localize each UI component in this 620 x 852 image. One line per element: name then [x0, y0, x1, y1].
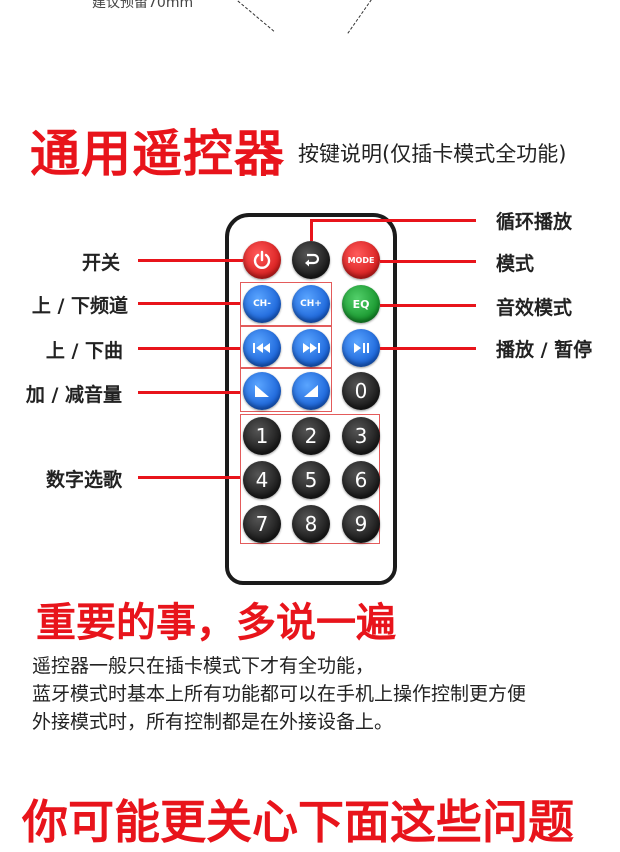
page-subtitle: 按键说明(仅插卡模式全功能) — [298, 142, 567, 166]
digit-8-label: 8 — [304, 512, 318, 536]
digit-1-label: 1 — [255, 424, 269, 448]
callout-line-loop — [310, 219, 476, 222]
digit-1-button[interactable]: 1 — [243, 417, 281, 455]
digit-7-button[interactable]: 7 — [243, 505, 281, 543]
digit-4-label: 4 — [255, 468, 269, 492]
power-button[interactable] — [243, 241, 281, 279]
highlight-track — [240, 326, 332, 368]
page-title: 通用遥控器 — [30, 125, 285, 183]
dashed-guide-left — [233, 0, 275, 32]
digit-0-button[interactable]: 0 — [342, 372, 380, 410]
digit-9-label: 9 — [354, 512, 368, 536]
label-loop: 循环播放 — [496, 211, 573, 233]
power-icon — [253, 250, 271, 269]
mode-button[interactable]: MODE — [342, 241, 380, 279]
play-pause-icon — [354, 343, 369, 353]
callout-line-play-pause — [380, 347, 476, 350]
channel-up-label: CH+ — [300, 299, 322, 309]
prev-track-button[interactable] — [243, 329, 281, 367]
loop-icon — [305, 253, 320, 267]
notice-title: 重要的事，多说一遍 — [36, 600, 396, 646]
next-track-icon — [303, 343, 320, 353]
label-number: 数字选歌 — [45, 469, 122, 491]
highlight-volume — [240, 368, 332, 412]
callout-line-eq — [380, 304, 476, 307]
digit-6-label: 6 — [354, 468, 368, 492]
volume-up-button[interactable] — [292, 372, 330, 410]
dashed-guide-right — [347, 0, 375, 34]
channel-up-button[interactable]: CH+ — [292, 285, 330, 323]
label-mode: 模式 — [496, 253, 535, 275]
next-section-title: 你可能更关心下面这些问题 — [22, 795, 574, 849]
channel-down-button[interactable]: CH- — [243, 285, 281, 323]
callout-line-power — [138, 259, 243, 262]
notice-line-1: 遥控器一般只在插卡模式下才有全功能， — [32, 655, 375, 677]
digit-3-button[interactable]: 3 — [342, 417, 380, 455]
digit-3-label: 3 — [354, 424, 368, 448]
eq-button[interactable]: EQ — [342, 285, 380, 323]
digit-9-button[interactable]: 9 — [342, 505, 380, 543]
eq-button-label: EQ — [352, 297, 370, 311]
callout-line-loop-vertical — [310, 219, 313, 241]
digit-7-label: 7 — [255, 512, 269, 536]
next-track-button[interactable] — [292, 329, 330, 367]
label-channel: 上 / 下频道 — [31, 295, 128, 317]
digit-2-button[interactable]: 2 — [292, 417, 330, 455]
channel-down-label: CH- — [253, 299, 271, 309]
prev-track-icon — [253, 343, 270, 353]
volume-up-icon — [304, 385, 318, 397]
digit-4-button[interactable]: 4 — [243, 461, 281, 499]
digit-2-label: 2 — [304, 424, 318, 448]
notice-line-3: 外接模式时，所有控制都是在外接设备上。 — [32, 711, 394, 733]
label-eq: 音效模式 — [496, 297, 573, 319]
highlight-channel — [240, 282, 332, 326]
digit-0-label: 0 — [354, 379, 368, 403]
mode-button-label: MODE — [347, 255, 375, 265]
digit-8-button[interactable]: 8 — [292, 505, 330, 543]
loop-button[interactable] — [292, 241, 330, 279]
label-track: 上 / 下曲 — [45, 340, 123, 362]
digit-5-label: 5 — [304, 468, 318, 492]
callout-line-volume — [138, 391, 240, 394]
digit-6-button[interactable]: 6 — [342, 461, 380, 499]
callout-line-track — [138, 347, 240, 350]
volume-down-button[interactable] — [243, 372, 281, 410]
volume-down-icon — [255, 385, 269, 397]
notice-line-2: 蓝牙模式时基本上所有功能都可以在手机上操作控制更方便 — [32, 683, 527, 705]
digit-5-button[interactable]: 5 — [292, 461, 330, 499]
label-play-pause: 播放 / 暂停 — [496, 339, 593, 361]
play-pause-button[interactable] — [342, 329, 380, 367]
top-note: 建议预留70mm — [92, 0, 194, 11]
label-volume: 加 / 减音量 — [25, 384, 122, 406]
callout-line-channel — [138, 302, 240, 305]
callout-line-mode — [380, 260, 476, 263]
label-power: 开关 — [81, 252, 120, 274]
callout-line-number — [138, 476, 240, 479]
